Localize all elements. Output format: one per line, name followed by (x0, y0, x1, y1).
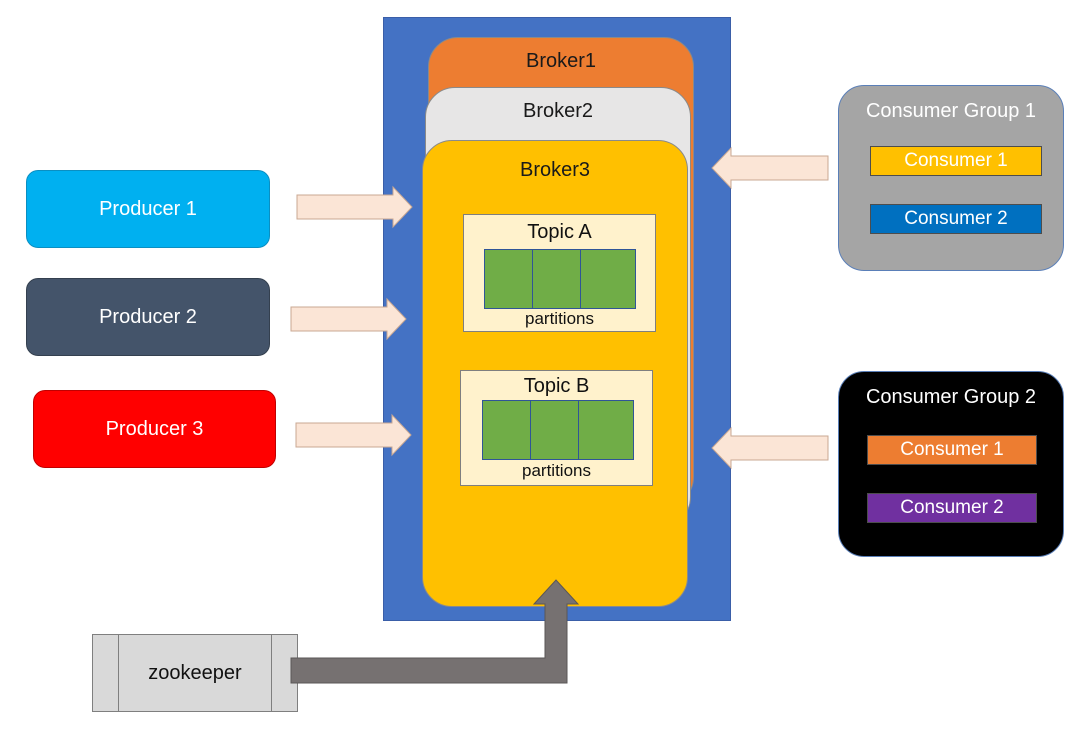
producer-3-label: Producer 3 (105, 417, 204, 440)
producer-1[interactable]: Producer 1 (26, 170, 270, 248)
producer-2[interactable]: Producer 2 (26, 278, 270, 356)
consumer-group-1[interactable]: Consumer Group 1 Consumer 1 Consumer 2 (838, 85, 1064, 271)
consumer-label: Consumer 1 (904, 150, 1008, 171)
topic-b-partition (530, 400, 580, 460)
topic-a-partition (532, 249, 582, 309)
zookeeper-divider (271, 635, 272, 711)
topic-b-title: Topic B (523, 375, 590, 397)
topic-b-partition (482, 400, 532, 460)
topic-a-partition (580, 249, 636, 309)
broker-1-label: Broker1 (525, 50, 597, 72)
consumer-group-2-consumer-2[interactable]: Consumer 2 (867, 493, 1037, 523)
zookeeper-label: zookeeper (148, 661, 242, 684)
producer-1-label: Producer 1 (99, 197, 197, 220)
consumer-group-2-consumer-1[interactable]: Consumer 1 (867, 435, 1037, 465)
consumer-group-1-consumer-1[interactable]: Consumer 1 (870, 146, 1042, 176)
consumer-group-1-consumer-2[interactable]: Consumer 2 (870, 204, 1042, 234)
producer-3[interactable]: Producer 3 (33, 390, 276, 468)
topic-a: Topic A partitions (463, 214, 656, 332)
zookeeper-box[interactable]: zookeeper (92, 634, 298, 712)
producer-2-label: Producer 2 (99, 305, 197, 328)
consumer-group-2-title: Consumer Group 2 (865, 386, 1037, 408)
consumer-group-2[interactable]: Consumer Group 2 Consumer 1 Consumer 2 (838, 371, 1064, 557)
topic-b-partitions-label: partitions (522, 461, 591, 480)
topic-a-title: Topic A (527, 221, 592, 243)
consumer-label: Consumer 2 (900, 497, 1004, 518)
consumer-group-1-title: Consumer Group 1 (865, 100, 1037, 122)
consumer-label: Consumer 2 (904, 208, 1008, 229)
topic-b: Topic B partitions (460, 370, 653, 486)
topic-a-partitions-label: partitions (525, 309, 594, 328)
topic-a-partition (484, 249, 534, 309)
broker-3-label: Broker3 (519, 159, 591, 181)
broker-2-label: Broker2 (522, 100, 594, 122)
topic-b-partition (578, 400, 634, 460)
zookeeper-divider (118, 635, 119, 711)
consumer-label: Consumer 1 (900, 439, 1004, 460)
